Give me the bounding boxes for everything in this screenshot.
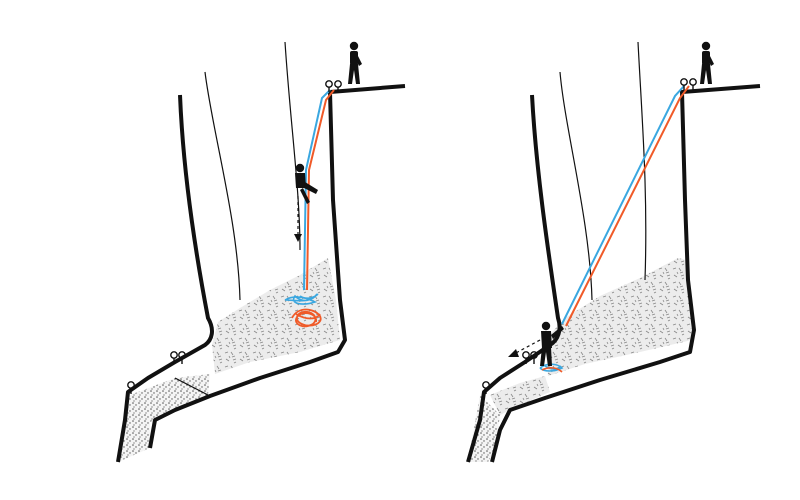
climber-standing-icon — [348, 41, 362, 84]
climber-rappelling-icon — [295, 163, 318, 204]
climber-ledge-icon — [540, 321, 564, 366]
panel-left — [116, 41, 406, 463]
anchor-bolt-icon — [127, 381, 135, 394]
panel-right — [466, 41, 761, 463]
gravel-left — [118, 374, 210, 462]
rope-pile-right-orange — [541, 367, 563, 373]
anchor-bolt-icon — [325, 80, 342, 92]
arrow-left-down-icon — [508, 339, 541, 357]
rope-orange-right — [565, 85, 690, 327]
rope-pile-blue-left — [284, 293, 319, 305]
rope-blue-left — [303, 89, 331, 291]
anchor-bolt-icon — [680, 78, 697, 90]
rock-slab-right — [545, 258, 692, 376]
crack-right-1 — [559, 71, 593, 301]
rock-slab-right-lower — [490, 376, 550, 415]
crack-left-2 — [284, 41, 301, 251]
cliff-ledge-left — [148, 84, 406, 449]
anchor-bolt-icon — [170, 351, 186, 364]
cliff-outline-left — [116, 94, 214, 463]
rope-pile-right — [539, 363, 564, 372]
crack-left-1 — [204, 71, 241, 301]
anchor-bolt-icon — [522, 351, 538, 364]
anchor-bolt-icon — [482, 381, 490, 394]
rope-blue-right — [561, 85, 685, 325]
arrow-down-icon — [294, 196, 302, 242]
cliff-ledge-right — [490, 84, 761, 463]
rope-pile-orange-left — [291, 308, 322, 328]
gravel-right — [468, 395, 500, 462]
crack-left-3 — [174, 377, 209, 396]
rope-orange-left — [306, 89, 335, 291]
climber-standing-icon — [700, 41, 714, 84]
